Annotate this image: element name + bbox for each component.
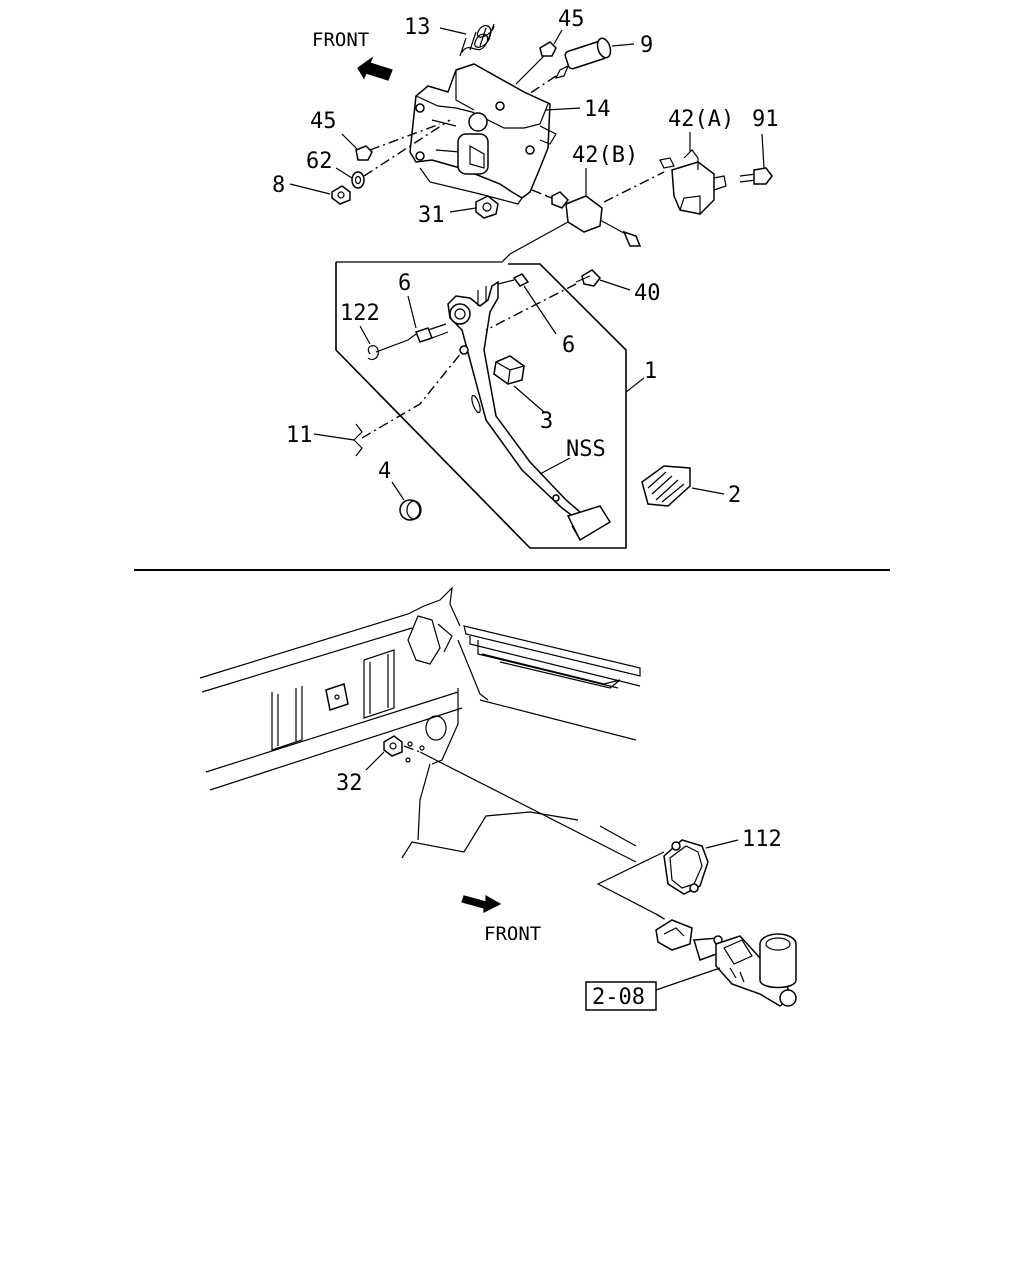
pin-11 [353, 351, 463, 457]
bushing-4 [399, 499, 422, 521]
nut-31 [475, 195, 499, 219]
pin-6-left [415, 323, 449, 343]
label-3: 3 [540, 409, 553, 434]
label-1: 1 [644, 359, 657, 384]
pin-6-right [497, 273, 530, 287]
label-42a: 42(A) [668, 107, 734, 132]
front-arrow-top [357, 56, 393, 81]
label-31: 31 [418, 203, 445, 228]
dash-panel [199, 586, 641, 859]
label-45-top: 45 [558, 7, 585, 32]
gasket-112 [663, 839, 709, 895]
spring-13 [459, 23, 495, 57]
label-32: 32 [336, 771, 363, 796]
label-2: 2 [728, 483, 741, 508]
bolt-40 [575, 269, 601, 287]
label-62: 62 [306, 149, 333, 174]
label-6-right: 6 [562, 333, 575, 358]
assembly-1-frame [335, 262, 627, 549]
label-112: 112 [742, 827, 782, 852]
label-45-left: 45 [310, 109, 337, 134]
label-8: 8 [272, 173, 285, 198]
nut-8 [331, 185, 351, 205]
bolt-91 [739, 167, 773, 185]
bolt-9 [554, 37, 612, 79]
ref-2-08[interactable]: 2-08 [585, 981, 657, 1011]
nut-32 [383, 735, 403, 757]
ref-2-08-text: 2-08 [592, 985, 645, 1010]
label-40: 40 [634, 281, 661, 306]
label-91: 91 [752, 107, 779, 132]
nut-45-left [355, 145, 373, 161]
label-4: 4 [378, 459, 391, 484]
label-nss: NSS [566, 437, 606, 462]
assembly-leader [336, 221, 569, 263]
label-11: 11 [286, 423, 313, 448]
switch-42b [545, 191, 642, 247]
master-cylinder [655, 913, 797, 1007]
washer-62 [351, 171, 365, 189]
front-label-top: FRONT [312, 29, 369, 51]
label-13: 13 [404, 15, 431, 40]
stopper-3 [493, 355, 525, 385]
part-45-top [539, 41, 557, 57]
front-arrow-bottom [461, 894, 502, 913]
label-42b: 42(B) [572, 143, 638, 168]
label-14: 14 [584, 97, 611, 122]
switch-42a [659, 149, 727, 215]
label-122: 122 [340, 301, 380, 326]
bracket-14 [409, 63, 557, 205]
clip-122 [367, 333, 417, 361]
label-6-left: 6 [398, 271, 411, 296]
pedal-pad-2 [641, 465, 691, 507]
pedal-arm-nss [447, 280, 612, 542]
label-9: 9 [640, 33, 653, 58]
front-label-bottom: FRONT [484, 923, 541, 945]
